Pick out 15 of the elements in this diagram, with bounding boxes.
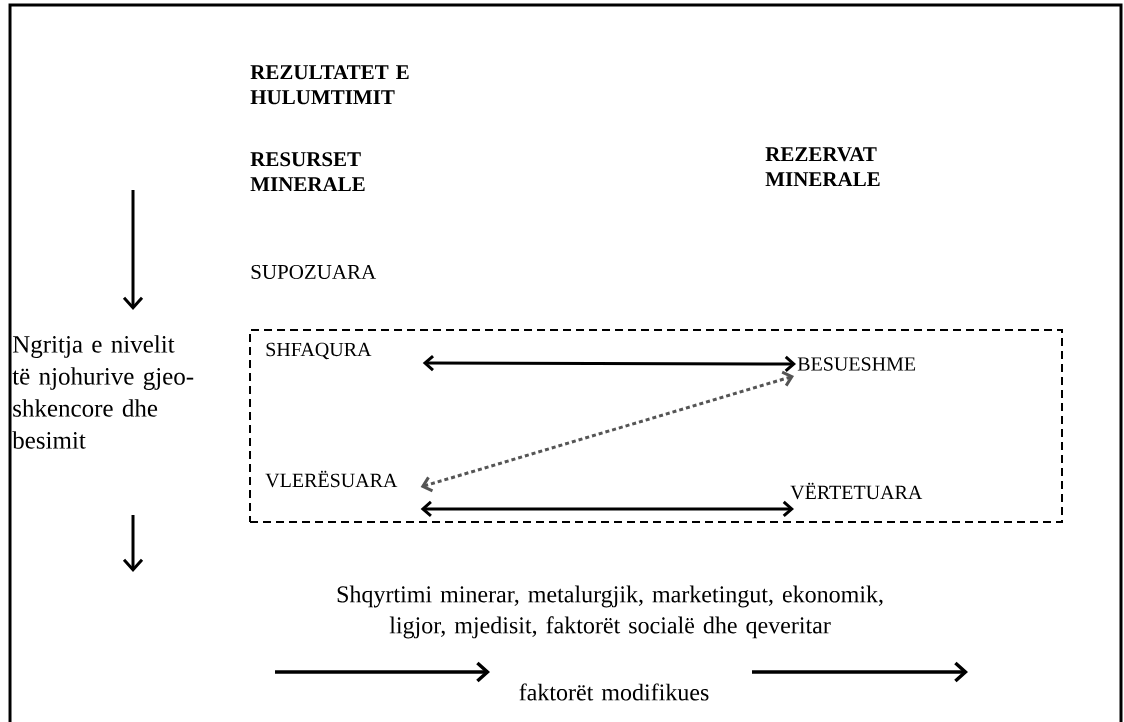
arrow — [420, 500, 794, 518]
heading: RESURSET MINERALE — [250, 152, 365, 192]
arrow — [420, 370, 794, 493]
side-note: Ngritja e nivelit të njohurive gjeo-shkencore dhe besimit — [12, 335, 194, 449]
arrow — [422, 354, 796, 373]
factor-list: Shqyrtimi minerar, metalurgjik, marketingut, ekonomik, ligjor, mjedisit, faktorët socialë dhe qeveritar — [337, 585, 883, 639]
category-label: VËRTETUARA — [790, 482, 923, 500]
dashed-box — [249, 329, 1063, 523]
category-label: SUPOZUARA — [251, 264, 377, 280]
heading: REZULTATET E HULUMTIMIT — [250, 65, 409, 105]
category-label: VLERËSUARA — [265, 470, 398, 488]
category-label: SHFAQURA — [266, 342, 372, 360]
heading: REZERVAT MINERALE — [765, 147, 880, 187]
category-label: BESUESHME — [797, 357, 916, 371]
caption: faktorët modifikues — [519, 683, 709, 701]
